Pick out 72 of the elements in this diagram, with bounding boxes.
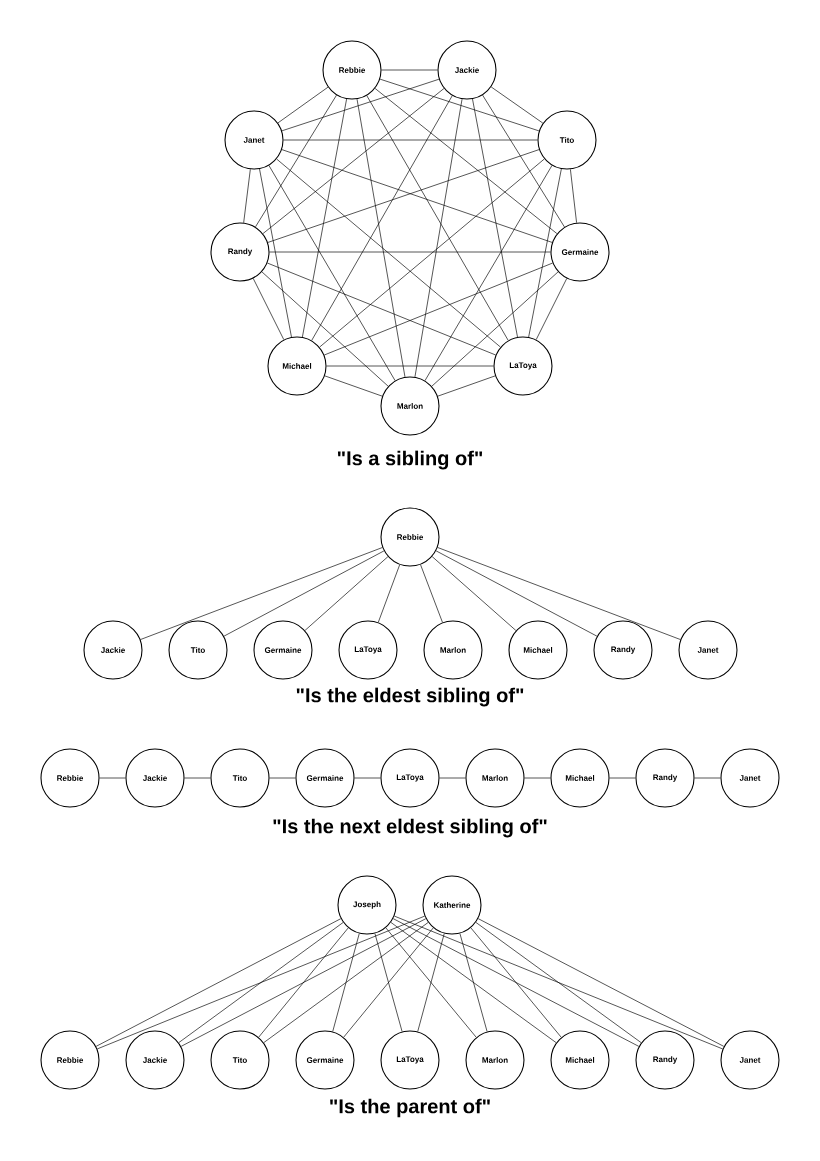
connector-line [261, 271, 389, 387]
connector-line [435, 550, 598, 637]
connector-line [694, 777, 721, 779]
connector-line [394, 915, 723, 1050]
connector-line [414, 98, 463, 378]
connector-line [302, 98, 347, 338]
connector-line [374, 933, 403, 1032]
connector-line [252, 278, 285, 340]
connector-line [385, 927, 477, 1038]
connector-line [570, 169, 577, 223]
connector-line [99, 777, 126, 779]
connector-line [459, 933, 488, 1032]
connector-line [482, 94, 565, 228]
caption: "Is a sibling of" [337, 450, 483, 470]
connector-line [97, 915, 425, 1050]
connector-line [431, 556, 517, 631]
connector-line [424, 165, 553, 381]
connector-line [324, 262, 553, 356]
connector-line [281, 78, 440, 132]
connector-line [269, 251, 551, 253]
connector-line [324, 375, 383, 397]
connector-line [258, 927, 349, 1038]
caption: "Is the next eldest sibling of" [273, 818, 547, 838]
connector-line [609, 777, 636, 779]
connector-line [356, 98, 406, 378]
connector-line [420, 564, 443, 623]
connector-line [381, 69, 438, 71]
connector-line [477, 918, 725, 1047]
connector-line [332, 933, 360, 1032]
connector-line [304, 556, 389, 631]
connector-line [475, 922, 642, 1043]
connector-line [379, 78, 540, 132]
connector-line [267, 262, 496, 356]
connector-line [431, 271, 559, 387]
connector-line [470, 927, 562, 1038]
connector-line [377, 564, 401, 623]
connector-line [319, 158, 545, 348]
connector-line [262, 88, 445, 234]
connector-line [184, 777, 211, 779]
connector-line [243, 168, 251, 224]
connector-line [390, 922, 557, 1043]
connector-line [268, 165, 396, 381]
connector-line [269, 777, 296, 779]
connector-line [417, 933, 445, 1032]
connector-line [374, 88, 558, 234]
connector-line [95, 918, 342, 1047]
connector-line [180, 918, 427, 1047]
connector-line [223, 550, 385, 637]
connector-line [439, 777, 466, 779]
caption: "Is the parent of" [330, 1098, 490, 1118]
connector-line [490, 86, 544, 124]
connector-line [535, 278, 568, 340]
connector-line [326, 365, 494, 367]
connector-line [140, 547, 383, 640]
connector-line [276, 158, 501, 348]
connector-line [354, 777, 381, 779]
connector-line [311, 95, 453, 341]
connector-line [366, 95, 509, 341]
connector-line [255, 94, 337, 228]
connector-line [259, 168, 292, 338]
connector-line [283, 139, 538, 141]
connector-line [524, 777, 551, 779]
connector-line [178, 922, 344, 1043]
caption: "Is the eldest sibling of" [296, 687, 524, 707]
connector-line [263, 922, 429, 1043]
connector-line [343, 927, 434, 1038]
connector-line [472, 98, 518, 338]
connector-line [437, 375, 496, 397]
connector-line [277, 86, 329, 124]
connector-line [528, 168, 562, 338]
connector-line [392, 918, 640, 1047]
connector-line [437, 547, 681, 640]
